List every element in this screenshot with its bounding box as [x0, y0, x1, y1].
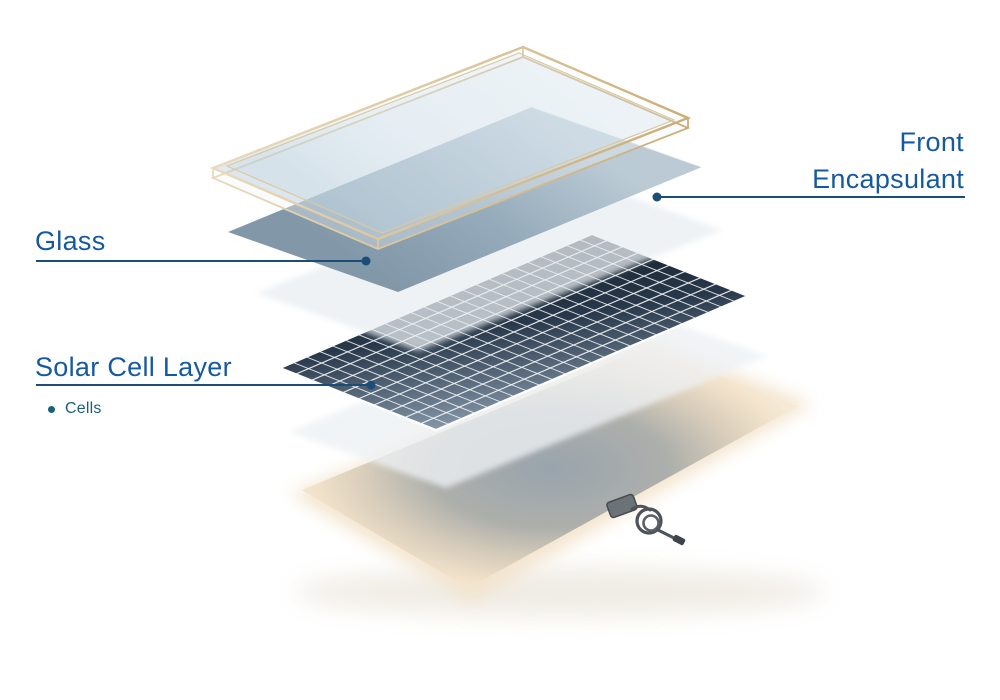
glass-panel: [209, 45, 692, 250]
solar-leader-dot: [366, 380, 376, 390]
cable-end: [656, 528, 678, 541]
glass-inner-frame: [225, 52, 676, 234]
cell-grid-row-line: [374, 271, 686, 405]
solar-cell-layer-label: Solar Cell Layer: [35, 352, 232, 382]
glass-top-face: [209, 45, 692, 241]
front-encapsulant-label-line1: Front: [899, 127, 964, 157]
junction-box: [606, 493, 638, 519]
lower-encapsulant-sheet: [288, 300, 768, 488]
cell-grid-row-line: [389, 277, 701, 411]
upper-encapsulant-sheet: [256, 172, 723, 351]
cable-loop-inner: [642, 514, 660, 532]
cell-grid-row-line: [342, 259, 654, 393]
cells-bullet-label: Cells: [65, 400, 102, 417]
front-encapsulant-leader-dot: [652, 192, 662, 202]
cells-bullet-item: Cells: [48, 400, 102, 418]
cable-connector: [672, 534, 686, 546]
cable-loop-outer: [635, 507, 663, 535]
cell-grid-row-line: [358, 265, 670, 399]
ground-shadow: [295, 568, 825, 616]
junction-box-and-cable: [606, 493, 686, 546]
front-encapsulant-label-line2: Encapsulant: [812, 164, 964, 194]
leader-lines: [36, 192, 965, 390]
front-encapsulant-label: Front Encapsulant: [812, 124, 964, 198]
cell-grid-row-line: [405, 284, 717, 418]
backsheet-layer: [302, 348, 798, 588]
cell-grid-row-line: [420, 290, 732, 424]
bullet-dot-icon: [48, 405, 55, 413]
glass-leader-dot: [361, 256, 371, 266]
glass-label: Glass: [35, 226, 106, 256]
